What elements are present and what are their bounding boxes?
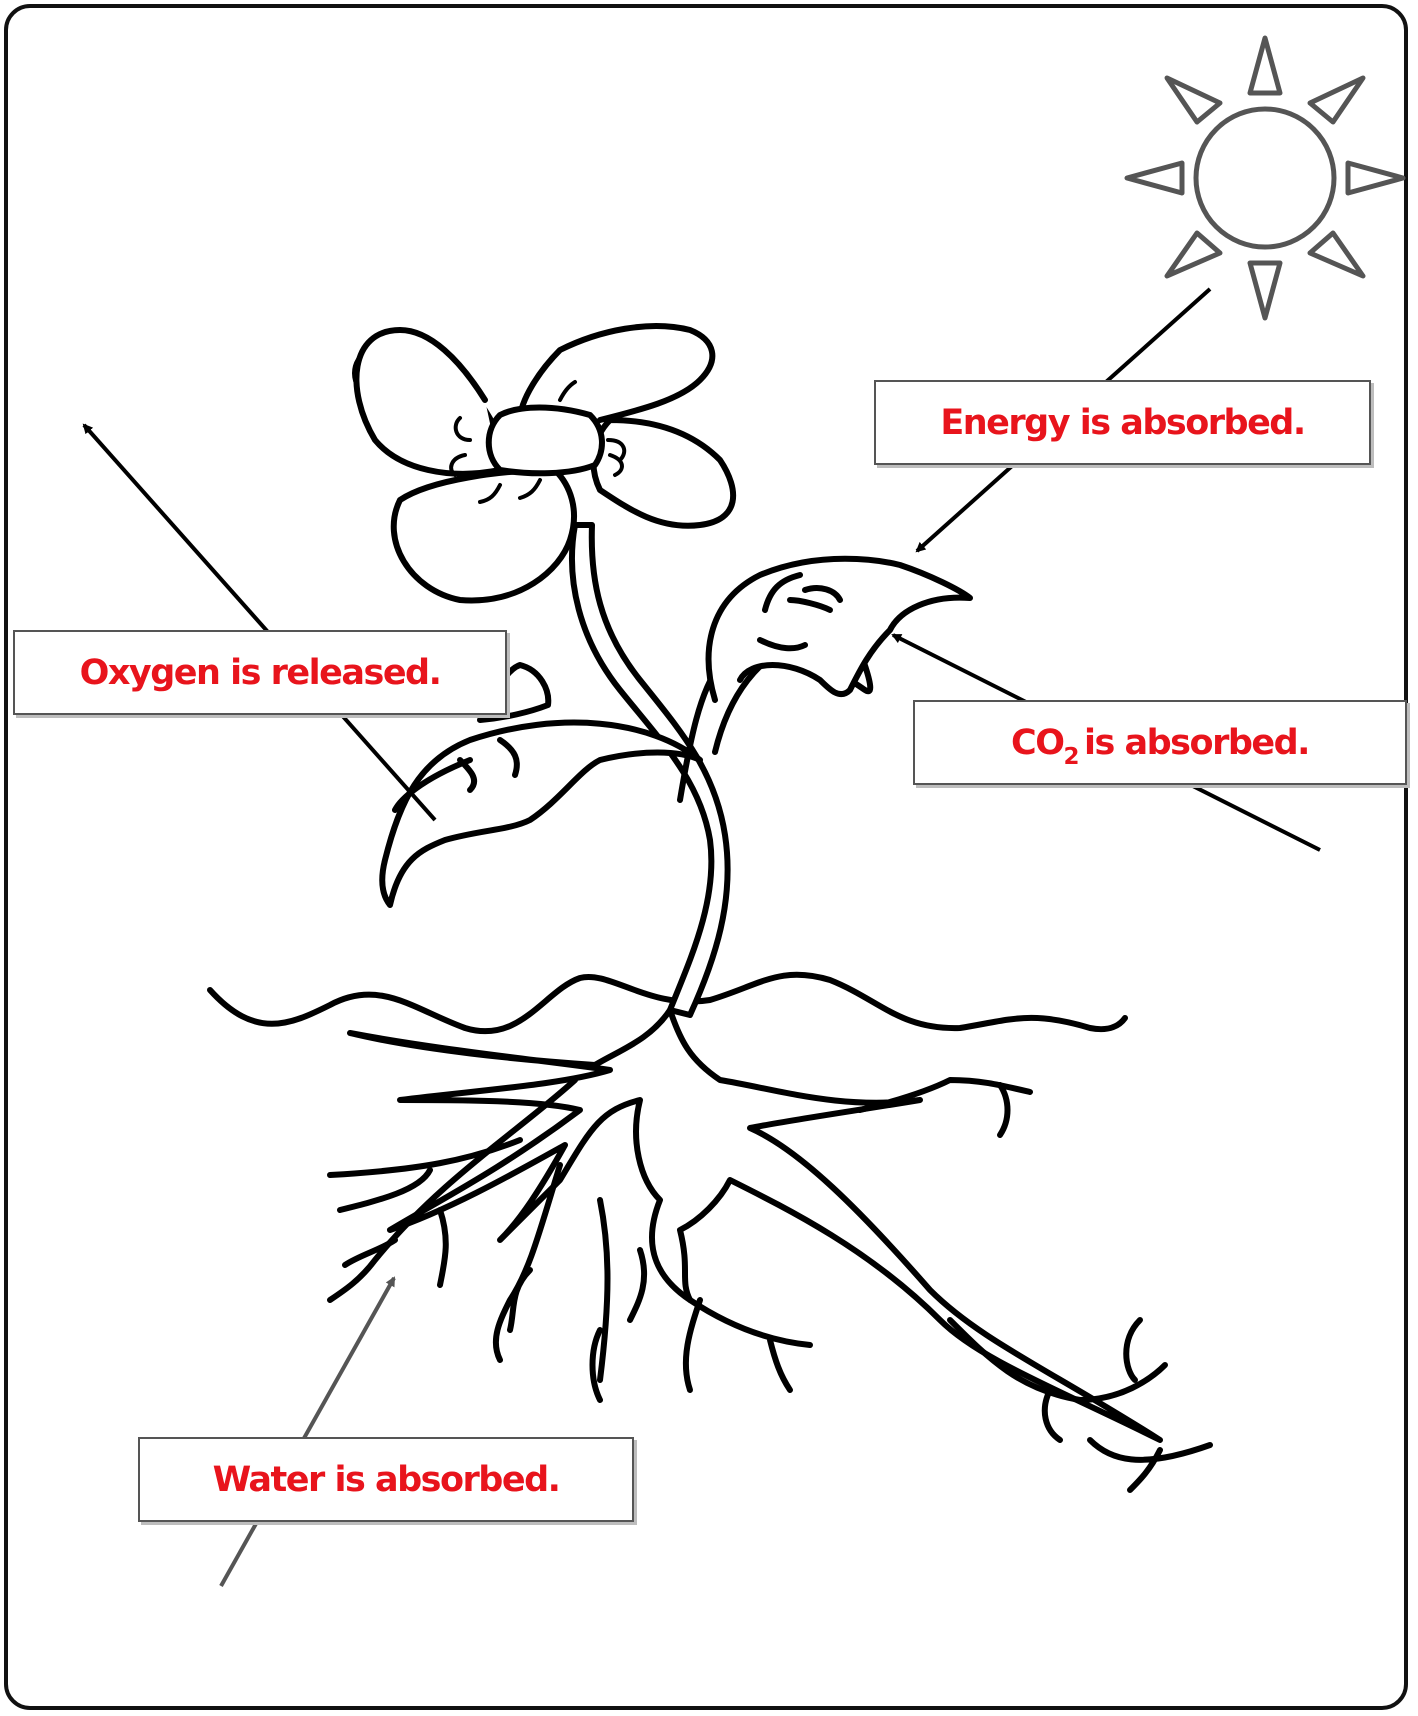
water-label-text: Water is absorbed. xyxy=(213,1460,560,1500)
co2-label-rest: is absorbed. xyxy=(1084,723,1309,763)
sun-icon xyxy=(1127,38,1403,318)
energy-label: Energy is absorbed. xyxy=(874,380,1371,465)
oxygen-label: Oxygen is released. xyxy=(13,630,507,715)
water-label: Water is absorbed. xyxy=(138,1437,634,1522)
oxygen-label-text: Oxygen is released. xyxy=(80,653,441,693)
water-arrow xyxy=(221,1278,394,1586)
oxygen-arrow xyxy=(84,425,435,820)
co2-label-main: CO xyxy=(1011,723,1063,763)
co2-label-subscript: 2 xyxy=(1063,744,1078,770)
plant-drawing xyxy=(210,326,1210,1490)
energy-label-text: Energy is absorbed. xyxy=(940,403,1304,443)
